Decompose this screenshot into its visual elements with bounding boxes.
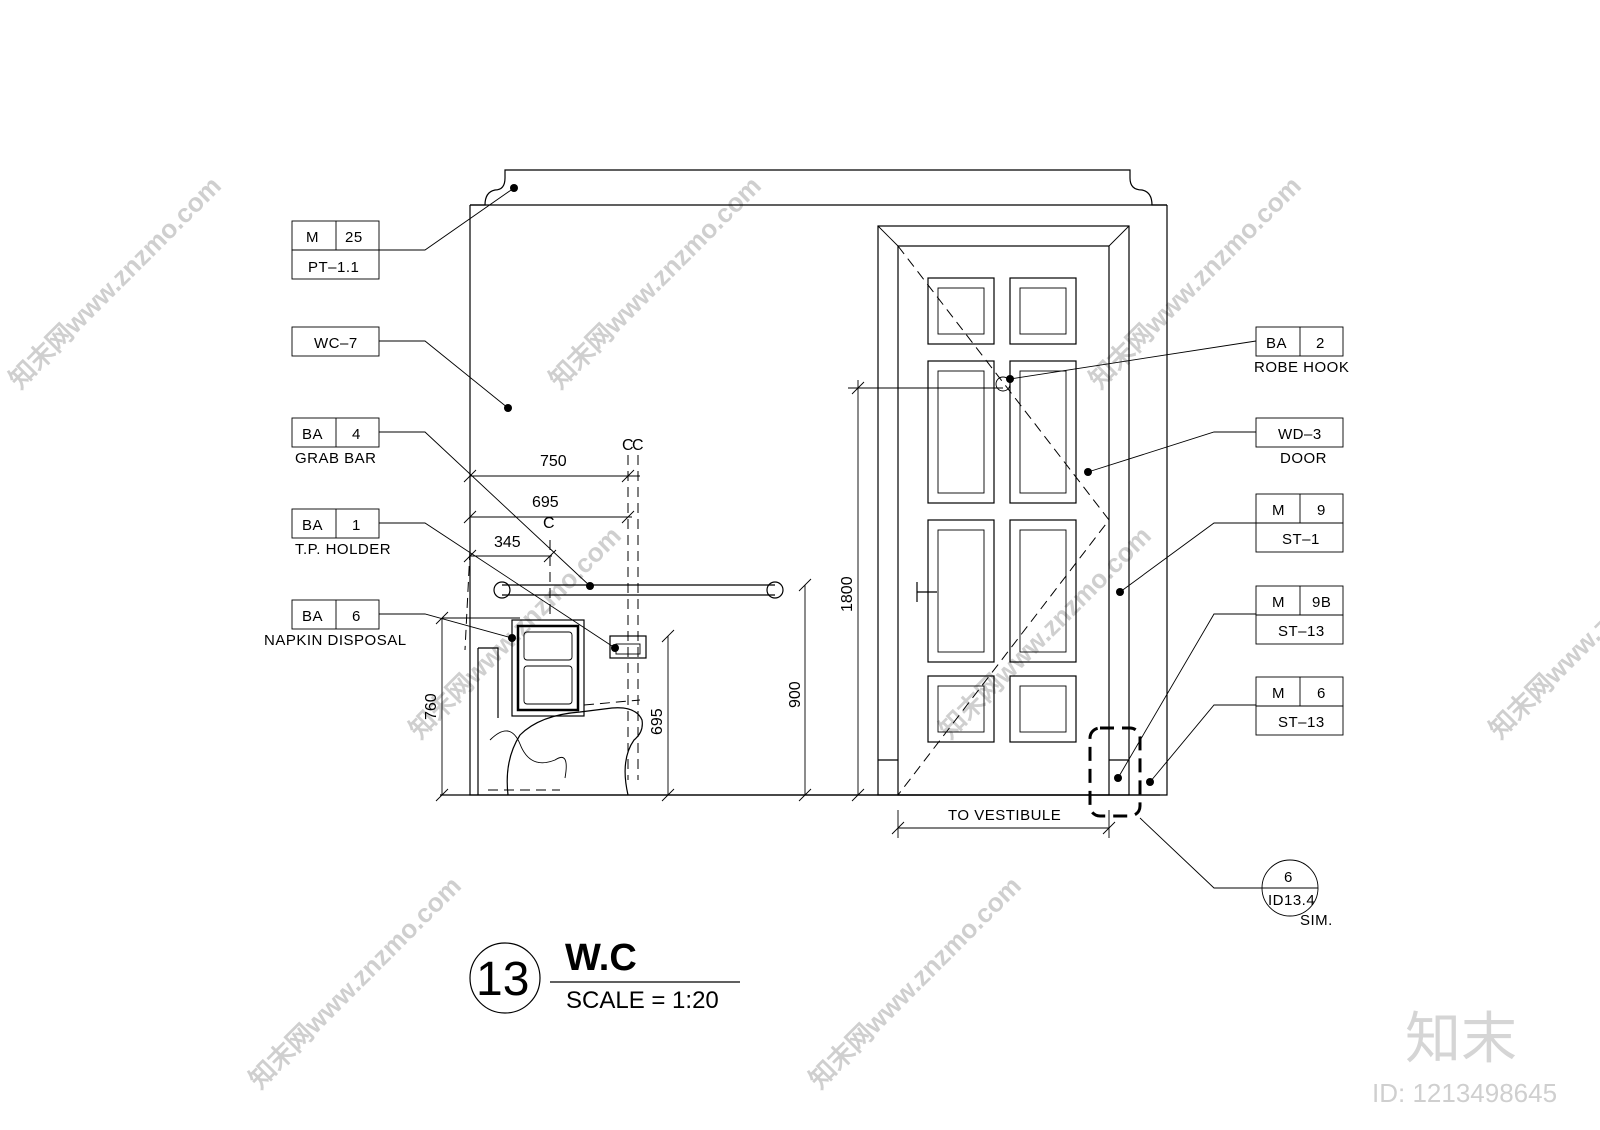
detail-callout-box [1088, 726, 1142, 818]
svg-text:BA: BA [302, 517, 323, 534]
svg-text:9B: 9B [1312, 594, 1331, 611]
brand-logo: 知末 [1405, 1007, 1517, 1070]
svg-text:ST–13: ST–13 [1278, 623, 1325, 640]
detail-note: SIM. [1300, 912, 1333, 929]
svg-text:DOOR: DOOR [1280, 450, 1327, 467]
svg-text:2: 2 [1316, 335, 1325, 352]
dim-1800: 1800 [839, 576, 856, 612]
svg-text:6: 6 [352, 608, 361, 625]
tag-wc7: WC–7 [291, 326, 512, 412]
svg-text:M: M [1272, 685, 1285, 702]
watermark-text: 知末网www.znzmo.com [543, 170, 767, 394]
tag-ba2: BA 2 ROBE HOOK [1006, 326, 1349, 383]
tag-ba1: BA 1 T.P. HOLDER [291, 508, 619, 652]
title-scale: SCALE = 1:20 [566, 987, 719, 1014]
tag-wd3: WD–3 DOOR [1084, 417, 1344, 476]
tag-ba4: BA 4 GRAB BAR [291, 417, 594, 590]
centerline-label: C [632, 437, 644, 454]
svg-text:BA: BA [302, 426, 323, 443]
drawing-title: 13 W.C SCALE = 1:20 [469, 937, 740, 1014]
watermark-text: 知末网www.znzmo.com [243, 870, 467, 1094]
watermark-text: 知末网www.znzmo.com [1483, 520, 1600, 744]
svg-text:ST–1: ST–1 [1282, 531, 1320, 548]
dim-695-vertical: 695 [649, 708, 666, 735]
centerline-label: C [622, 437, 634, 454]
dim-345: 345 [494, 534, 521, 551]
watermark-group: 知末网www.znzmo.com 知末网www.znzmo.com 知末网www… [3, 170, 1600, 1094]
svg-text:25: 25 [345, 229, 363, 246]
detail-reference: 6 ID13.4 SIM. [1139, 817, 1333, 929]
title-name: W.C [565, 937, 637, 979]
svg-text:PT–1.1: PT–1.1 [308, 259, 359, 276]
svg-text:M: M [306, 229, 319, 246]
dimension-lines: 750 695 345 1800 900 695 760 TO VESTIBUL… [423, 380, 1116, 838]
door-note: TO VESTIBULE [948, 807, 1061, 824]
centerline-label: C [543, 515, 555, 532]
svg-text:GRAB BAR: GRAB BAR [295, 450, 377, 467]
svg-text:4: 4 [352, 426, 361, 443]
watermark-text: 知末网www.znzmo.com [933, 520, 1157, 744]
svg-text:BA: BA [1266, 335, 1287, 352]
title-number: 13 [476, 953, 529, 1006]
tag-m25: M 25 PT–1.1 [291, 184, 518, 280]
tag-m9: M 9 ST–1 [1116, 493, 1344, 596]
napkin-disposal [511, 619, 585, 717]
detail-sheet: ID13.4 [1268, 892, 1315, 909]
tag-m6: M 6 ST–13 [1146, 676, 1344, 786]
svg-text:M: M [1272, 502, 1285, 519]
svg-text:BA: BA [302, 608, 323, 625]
centerlines: C C C [464, 437, 644, 780]
svg-text:9: 9 [1317, 502, 1326, 519]
svg-text:1: 1 [352, 517, 361, 534]
dim-750: 750 [540, 453, 567, 470]
svg-text:ROBE HOOK: ROBE HOOK [1254, 359, 1349, 376]
image-id: ID: 1213498645 [1372, 1078, 1557, 1108]
dim-900: 900 [787, 681, 804, 708]
svg-text:6: 6 [1317, 685, 1326, 702]
svg-text:ST–13: ST–13 [1278, 714, 1325, 731]
watermark-text: 知末网www.znzmo.com [803, 870, 1027, 1094]
svg-text:T.P. HOLDER: T.P. HOLDER [295, 541, 391, 558]
dim-760: 760 [423, 693, 440, 720]
svg-text:WD–3: WD–3 [1278, 426, 1322, 443]
detail-number: 6 [1284, 869, 1293, 886]
svg-text:NAPKIN DISPOSAL: NAPKIN DISPOSAL [264, 632, 407, 649]
watermark-text: 知末网www.znzmo.com [3, 170, 227, 394]
tag-ba6: BA 6 NAPKIN DISPOSAL [264, 599, 516, 649]
svg-text:M: M [1272, 594, 1285, 611]
door [877, 225, 1130, 796]
brand-watermark: 知末 ID: 1213498645 [1372, 1007, 1557, 1108]
tag-m9b: M 9B ST–13 [1114, 585, 1344, 782]
dim-695: 695 [532, 494, 559, 511]
svg-text:WC–7: WC–7 [314, 335, 358, 352]
